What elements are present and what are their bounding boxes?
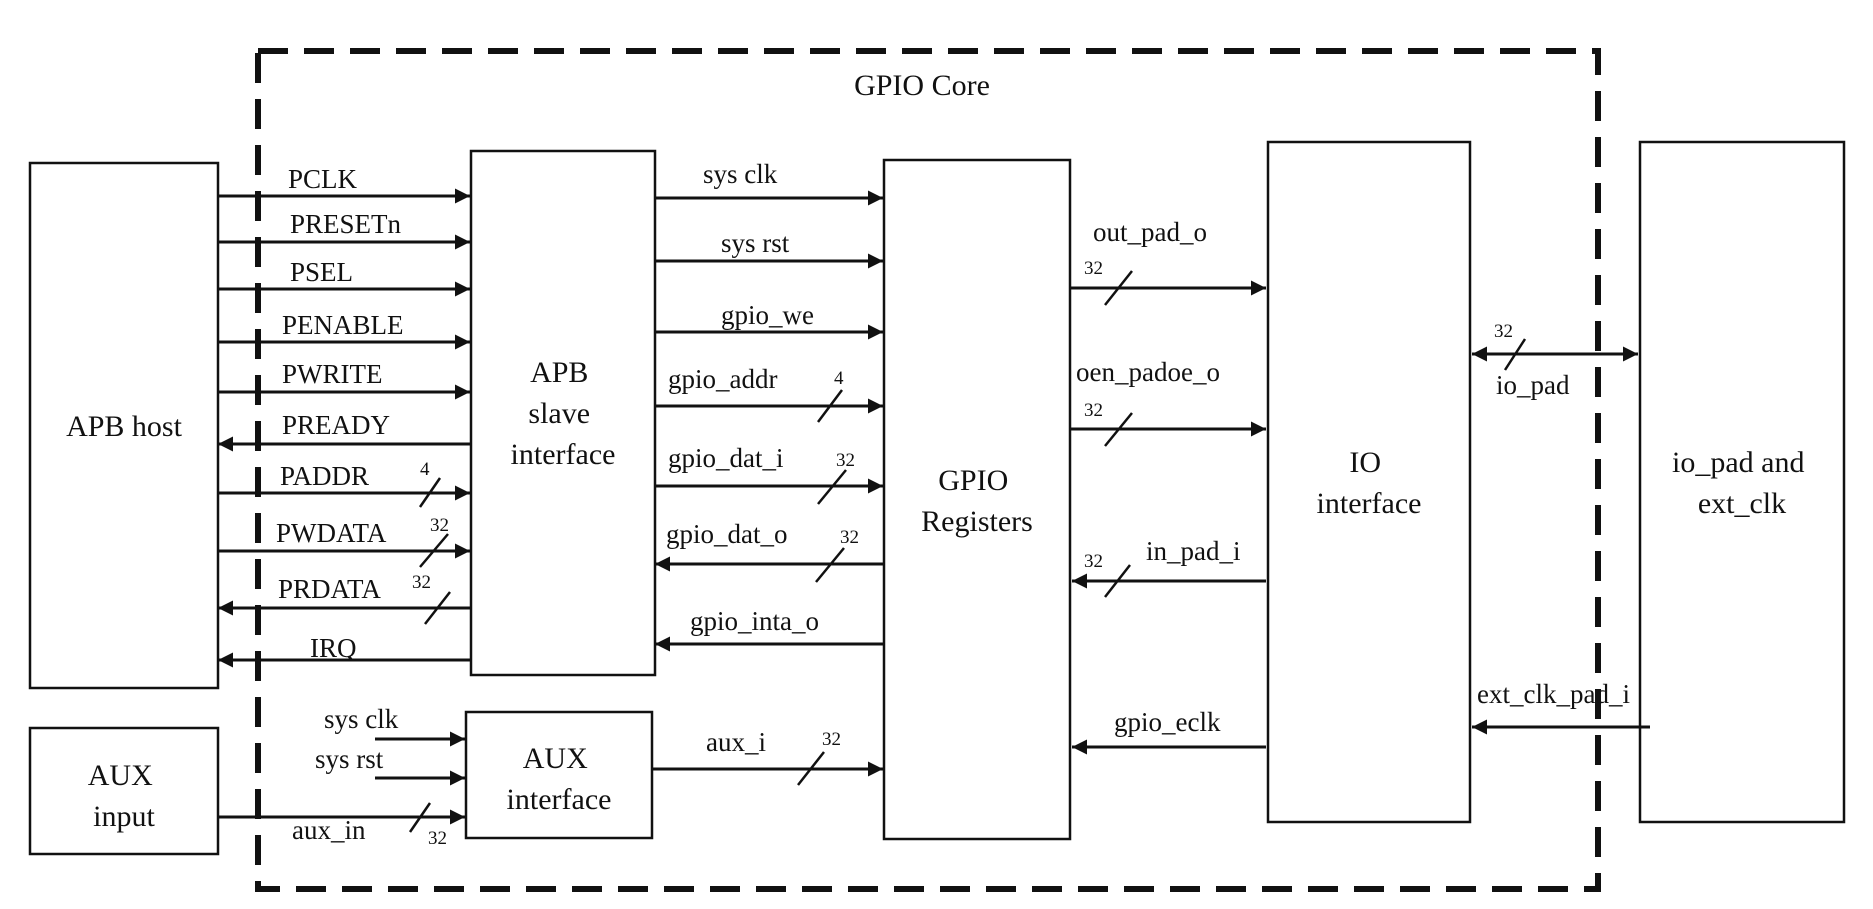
svg-text:32: 32: [428, 828, 447, 849]
svg-text:aux_in: aux_in: [292, 815, 366, 845]
signal-pwdata: PWDATA 32: [218, 515, 470, 568]
svg-text:ext_clk_pad_i: ext_clk_pad_i: [1477, 679, 1630, 709]
signal-pclk: PCLK: [218, 164, 470, 204]
signal-pwrite: PWRITE: [218, 359, 470, 400]
svg-text:PENABLE: PENABLE: [282, 310, 404, 340]
svg-text:32: 32: [840, 527, 859, 548]
signal-psel: PSEL: [218, 257, 470, 297]
svg-text:sys rst: sys rst: [721, 228, 790, 258]
signal-presetn: PRESETn: [218, 209, 470, 250]
svg-text:32: 32: [412, 572, 431, 593]
svg-text:APB host: APB host: [66, 410, 183, 443]
svg-text:32: 32: [836, 450, 855, 471]
svg-text:PRESETn: PRESETn: [290, 209, 402, 239]
signal-pready: PREADY: [218, 410, 470, 452]
svg-text:IO interface: IO interface: [1317, 446, 1422, 520]
signal-aux-i: aux_i 32: [652, 727, 883, 786]
svg-text:IRQ: IRQ: [310, 633, 357, 663]
svg-text:4: 4: [834, 368, 844, 389]
signal-aux-sys-clk: sys clk: [324, 704, 465, 747]
signal-out-pad-o: out_pad_o 32: [1070, 217, 1266, 306]
signal-gpio-we: gpio_we: [655, 300, 883, 340]
signal-irq: IRQ: [218, 633, 470, 668]
svg-text:APB slave interfac: APB slave interface: [511, 356, 616, 471]
svg-text:AUX interface: AUX interface: [507, 742, 612, 816]
aux-interface-block: AUX interface: [464, 710, 654, 840]
svg-text:in_pad_i: in_pad_i: [1146, 536, 1241, 566]
svg-text:GPIO Registers: GPIO Registers: [921, 464, 1033, 538]
signal-gpio-addr: gpio_addr 4: [655, 364, 883, 423]
signal-gpio-dat-o: gpio_dat_o 32: [655, 519, 883, 583]
svg-text:gpio_eclk: gpio_eclk: [1114, 707, 1221, 737]
gpio-core-boundary: [255, 48, 1601, 892]
signal-sys-rst: sys rst: [655, 228, 883, 269]
svg-text:gpio_dat_i: gpio_dat_i: [668, 443, 784, 473]
svg-text:gpio_addr: gpio_addr: [668, 364, 777, 394]
svg-text:32: 32: [1084, 400, 1103, 421]
apb-host-block: APB host: [28, 161, 220, 690]
svg-text:aux_i: aux_i: [706, 727, 766, 757]
signal-paddr: PADDR 4: [218, 459, 470, 508]
io-interface-block: IO interface: [1266, 140, 1472, 824]
svg-text:PWRITE: PWRITE: [282, 359, 383, 389]
svg-text:32: 32: [430, 515, 449, 536]
svg-text:32: 32: [1494, 321, 1513, 342]
signal-aux-in: aux_in 32: [218, 802, 465, 849]
svg-text:PWDATA: PWDATA: [276, 518, 387, 548]
svg-text:out_pad_o: out_pad_o: [1093, 217, 1207, 247]
signal-sys-clk: sys clk: [655, 159, 883, 206]
gpio-core-title: GPIO Core: [854, 69, 990, 102]
svg-text:AUX input: AUX input: [88, 759, 161, 833]
svg-text:sys clk: sys clk: [703, 159, 778, 189]
svg-text:PRDATA: PRDATA: [278, 574, 381, 604]
svg-text:32: 32: [822, 729, 841, 750]
gpio-registers-block: GPIO Registers: [882, 158, 1072, 841]
svg-text:32: 32: [1084, 551, 1103, 572]
signal-gpio-eclk: gpio_eclk: [1072, 707, 1266, 755]
svg-text:32: 32: [1084, 258, 1103, 279]
svg-text:io_pad and ext_clk: io_pad and ext_clk: [1672, 446, 1812, 520]
signal-gpio-inta-o: gpio_inta_o: [655, 606, 883, 652]
signal-in-pad-i: in_pad_i 32: [1072, 536, 1266, 598]
signal-prdata: PRDATA 32: [218, 572, 470, 625]
svg-text:sys rst: sys rst: [315, 744, 384, 774]
svg-text:PSEL: PSEL: [290, 257, 353, 287]
signal-penable: PENABLE: [218, 310, 470, 350]
svg-text:oen_padoe_o: oen_padoe_o: [1076, 357, 1220, 387]
io-pad-ext-clk-block: io_pad and ext_clk: [1638, 140, 1846, 824]
signal-io-pad: io_pad 32: [1472, 321, 1638, 400]
apb-slave-interface-block: APB slave interface: [469, 149, 657, 677]
svg-text:4: 4: [420, 459, 430, 480]
signal-ext-clk-pad-i: ext_clk_pad_i: [1472, 679, 1650, 735]
signal-gpio-dat-i: gpio_dat_i 32: [655, 443, 883, 505]
svg-text:gpio_dat_o: gpio_dat_o: [666, 519, 788, 549]
svg-text:PCLK: PCLK: [288, 164, 358, 194]
svg-text:gpio_we: gpio_we: [721, 300, 814, 330]
aux-input-block: AUX input: [28, 726, 220, 856]
svg-text:gpio_inta_o: gpio_inta_o: [690, 606, 819, 636]
signal-aux-sys-rst: sys rst: [315, 744, 465, 786]
signal-oen-padoe-o: oen_padoe_o 32: [1070, 357, 1266, 447]
svg-text:PADDR: PADDR: [280, 461, 369, 491]
svg-text:sys clk: sys clk: [324, 704, 399, 734]
svg-text:PREADY: PREADY: [282, 410, 390, 440]
svg-text:io_pad: io_pad: [1496, 370, 1570, 400]
